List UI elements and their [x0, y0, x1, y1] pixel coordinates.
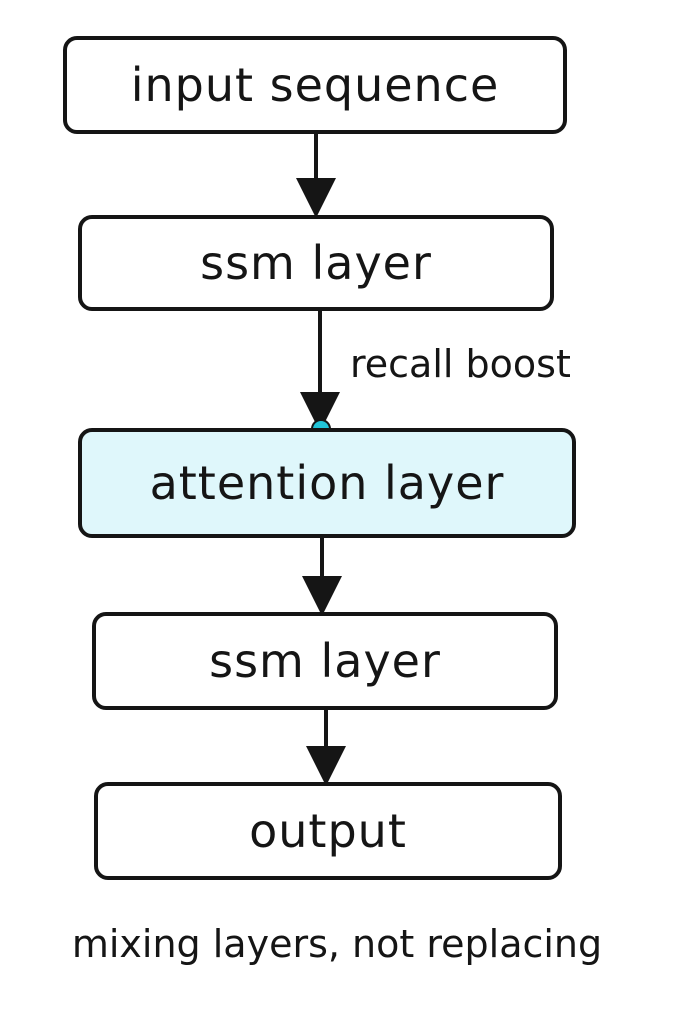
node-ssm-layer-top: ssm layer: [78, 215, 554, 311]
node-attention-layer: attention layer: [78, 428, 576, 538]
node-ssm-layer-bottom: ssm layer: [92, 612, 558, 710]
node-attention-layer-label: attention layer: [149, 456, 505, 510]
node-ssm-layer-top-label: ssm layer: [200, 236, 432, 290]
node-input-sequence: input sequence: [63, 36, 567, 134]
node-output: output: [94, 782, 562, 880]
edge-label-recall-boost: recall boost: [350, 342, 571, 386]
node-ssm-layer-bottom-label: ssm layer: [209, 634, 441, 688]
node-input-sequence-label: input sequence: [130, 58, 500, 112]
diagram-caption: mixing layers, not replacing: [71, 922, 603, 966]
node-output-label: output: [249, 804, 407, 858]
